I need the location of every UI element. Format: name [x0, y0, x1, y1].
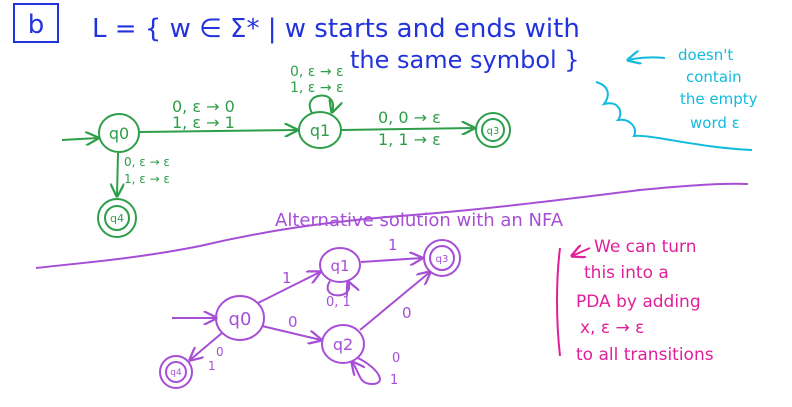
pda-edge-q1-q3 — [341, 128, 474, 130]
note-pda-line4: x, ε → ε — [580, 318, 644, 338]
nfa-loop-q2-label-bottom: 1 — [390, 373, 398, 388]
nfa-loop-q2 — [352, 357, 381, 386]
nfa-state-q1-label: q1 — [330, 257, 349, 275]
pda-edge-q0-q4-label2: 1, ε → ε — [124, 172, 170, 186]
note-pda-line1: We can turn — [594, 237, 697, 257]
pda-state-q3 — [475, 112, 511, 148]
nfa-state-q3-inner — [429, 245, 455, 271]
nfa-state-q4 — [159, 355, 193, 389]
nfa-state-q3-label: q3 — [436, 254, 449, 265]
pda-edge-q1-q3-label2: 1, 1 → ε — [378, 130, 441, 149]
pda-edge-q0-q1 — [139, 130, 297, 132]
note-empty-word: doesn't contain the empty word ε — [595, 46, 758, 151]
pda-state-q1-label: q1 — [310, 121, 330, 140]
note-pda-arrow — [572, 248, 591, 256]
note-pda-bracket — [556, 247, 561, 357]
pda-state-q0-label: q0 — [109, 124, 129, 143]
pda-state-q4 — [97, 198, 137, 238]
nfa-state-q0-label: q0 — [229, 309, 252, 330]
nfa-edge-q0-q2 — [261, 325, 321, 340]
pda-state-q3-label: q3 — [487, 126, 500, 137]
nfa-edge-q0-q1 — [257, 272, 320, 304]
nfa-edge-q0-q2-label: 0 — [288, 313, 298, 331]
nfa-state-q1 — [319, 247, 361, 283]
note-empty-line1: doesn't — [678, 46, 733, 64]
problem-label: b — [28, 10, 45, 40]
nfa-state-q4-inner — [165, 361, 187, 383]
nfa-state-q4-label: q4 — [170, 368, 182, 378]
pda-state-q4-label: q4 — [110, 212, 124, 225]
pda-edge-q0-q4-label1: 0, ε → ε — [124, 155, 170, 169]
pda-loop-q1 — [308, 94, 333, 113]
note-pda-line3: PDA by adding — [576, 292, 701, 312]
pda-edge-q0-q1-label2: 1, ε → 1 — [172, 113, 235, 132]
note-empty-arrow — [628, 57, 666, 60]
nfa-loop-q1 — [326, 281, 349, 295]
problem-header: b L = { w ∈ Σ* | w starts and ends with … — [13, 3, 580, 74]
note-pda: We can turn this into a PDA by adding x,… — [556, 237, 714, 365]
nfa-edge-q1-q3 — [360, 258, 422, 262]
nfa-loop-q2-label-top: 0 — [392, 351, 400, 366]
language-definition-line2: the same symbol } — [350, 46, 580, 74]
section-divider — [35, 182, 749, 269]
pda-loop-q1-label1: 0, ε → ε — [290, 64, 344, 80]
nfa-state-q2-label: q2 — [333, 335, 353, 354]
nfa-edge-q0-q4 — [190, 332, 223, 360]
pda-diagram: q0 q1 q3 q4 0, ε → 0 1, ε → 1 0, ε → ε 1… — [61, 64, 511, 238]
nfa-loop-q1-label: 0, 1 — [326, 295, 351, 310]
nfa-state-q0 — [215, 295, 265, 341]
pda-edge-q0-q1-label1: 0, ε → 0 — [172, 97, 235, 116]
pda-edge-q1-q3-label1: 0, 0 → ε — [378, 108, 441, 127]
note-empty-line4: word ε — [690, 114, 740, 132]
nfa-diagram: Alternative solution with an NFA q0 q1 q… — [159, 210, 564, 389]
language-definition-line1: L = { w ∈ Σ* | w starts and ends with — [92, 14, 580, 44]
pda-state-q1 — [298, 111, 342, 149]
pda-state-q4-inner — [104, 205, 130, 231]
note-empty-line2: contain — [686, 68, 742, 86]
note-pda-line5: to all transitions — [576, 345, 714, 365]
nfa-edge-q0-q4-label-a: 0 — [216, 345, 224, 359]
pda-start-arrow — [61, 138, 98, 140]
problem-label-box — [13, 3, 59, 43]
pda-edge-q0-q4 — [117, 152, 118, 196]
nfa-edge-q1-q3-label: 1 — [388, 236, 398, 254]
nfa-edge-q0-q1-label: 1 — [282, 269, 292, 287]
nfa-edge-q2-q3 — [359, 272, 430, 331]
note-pda-line2: this into a — [584, 263, 669, 283]
note-empty-line3: the empty — [680, 90, 758, 108]
pda-loop-q1-label2: 1, ε → ε — [290, 80, 344, 96]
nfa-edge-q0-q4-label-b: 1 — [208, 359, 216, 373]
pda-state-q0 — [98, 113, 140, 153]
nfa-title: Alternative solution with an NFA — [275, 210, 564, 231]
pda-state-q3-inner — [481, 118, 505, 142]
note-empty-squiggle — [595, 81, 753, 151]
nfa-state-q3 — [423, 239, 461, 277]
nfa-edge-q2-q3-label: 0 — [402, 304, 412, 322]
